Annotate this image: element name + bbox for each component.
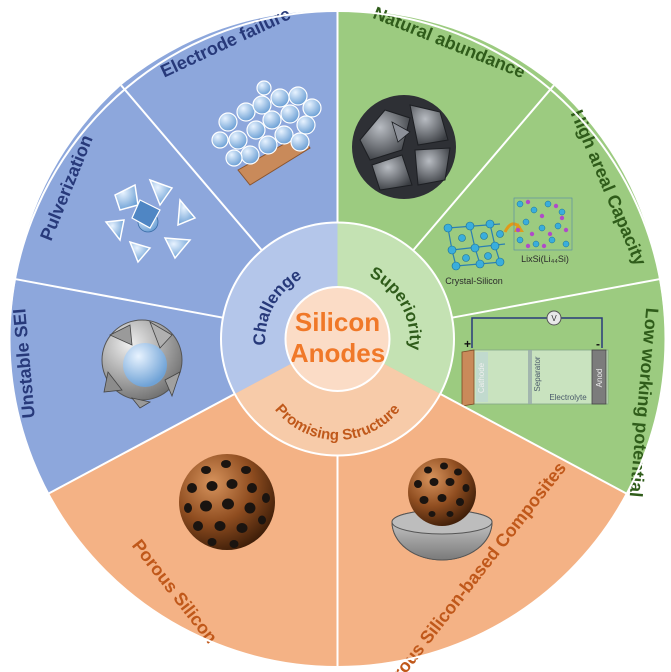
electrode-failure-illustration xyxy=(211,80,322,186)
plus-sign: + xyxy=(464,337,471,351)
low-working-potential-illustration: V + - Cathode Separator Anod Electrolyte xyxy=(461,310,609,407)
center-circle xyxy=(285,287,390,391)
outer-border xyxy=(8,10,667,668)
lixsi-label: LixSi(Li₄₄Si) xyxy=(521,254,569,264)
center-border xyxy=(284,286,391,392)
inner-ring-border xyxy=(220,221,455,457)
crystal-silicon-label: Crystal-Silicon xyxy=(445,276,503,286)
unstable-sei-illustration xyxy=(101,319,183,409)
voltmeter-icon xyxy=(546,310,562,326)
segment-dividers xyxy=(15,11,660,667)
electrolyte-label: Electrolyte xyxy=(549,393,587,402)
anode-label: Anod xyxy=(595,369,604,388)
natural-abundance-illustration xyxy=(352,95,456,199)
svg-text:V: V xyxy=(551,314,557,323)
minus-sign: - xyxy=(596,337,600,351)
porous-silicon-illustration xyxy=(179,454,275,550)
high-areal-capacity-illustration: Crystal-Silicon LixSi(Li₄₄Si) xyxy=(443,197,573,286)
pulverization-illustration xyxy=(104,178,197,264)
center-title-line2: Anodes xyxy=(290,338,385,368)
separator-label: Separator xyxy=(533,356,542,391)
porous-composite-illustration xyxy=(391,458,493,561)
lixsi-lattice xyxy=(513,197,573,251)
center-title-line1: Silicon xyxy=(295,307,380,337)
inner-promising xyxy=(234,339,441,456)
cathode-label: Cathode xyxy=(477,362,486,393)
